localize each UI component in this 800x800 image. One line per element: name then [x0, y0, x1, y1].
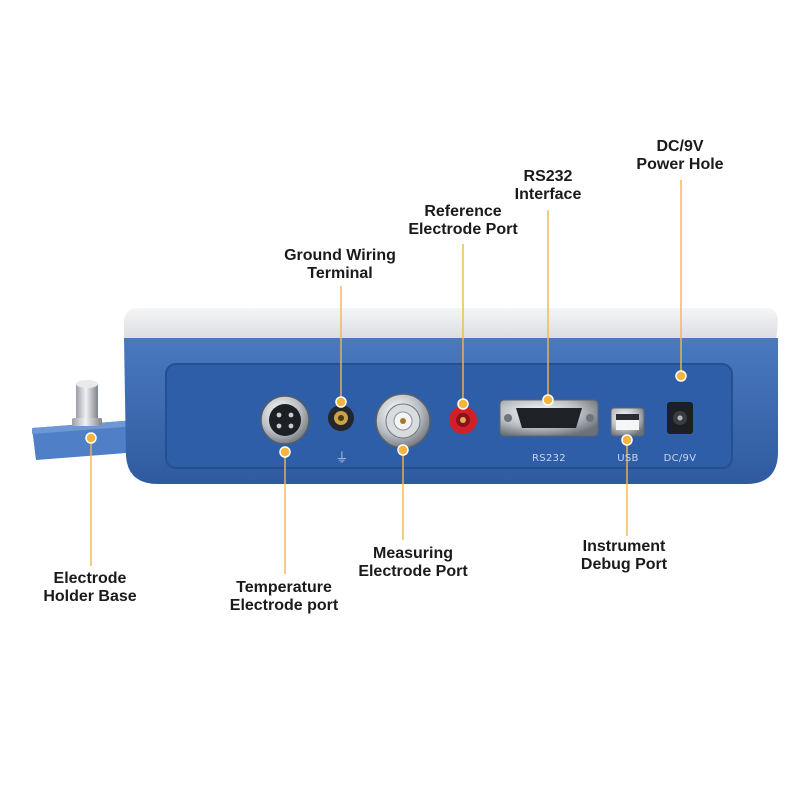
usb-port: [610, 407, 645, 437]
panel-marking-dc: DC/9V: [663, 453, 697, 464]
temperature-connector: [260, 395, 310, 445]
callout-dots: [85, 370, 687, 458]
measuring-bnc-connector: [375, 393, 431, 449]
callout-lines: [90, 180, 682, 574]
panel-marking-ground: ⏚: [335, 451, 349, 466]
panel-marking-usb: USB: [617, 453, 639, 464]
device-lid: [124, 308, 778, 342]
panel-marking-rs232: RS232: [532, 453, 566, 464]
port-panel: [165, 363, 733, 469]
electrode-holder-base: [32, 380, 140, 460]
dc-power-jack: [667, 402, 693, 434]
reference-terminal: [449, 406, 477, 434]
ground-terminal: [328, 405, 354, 431]
